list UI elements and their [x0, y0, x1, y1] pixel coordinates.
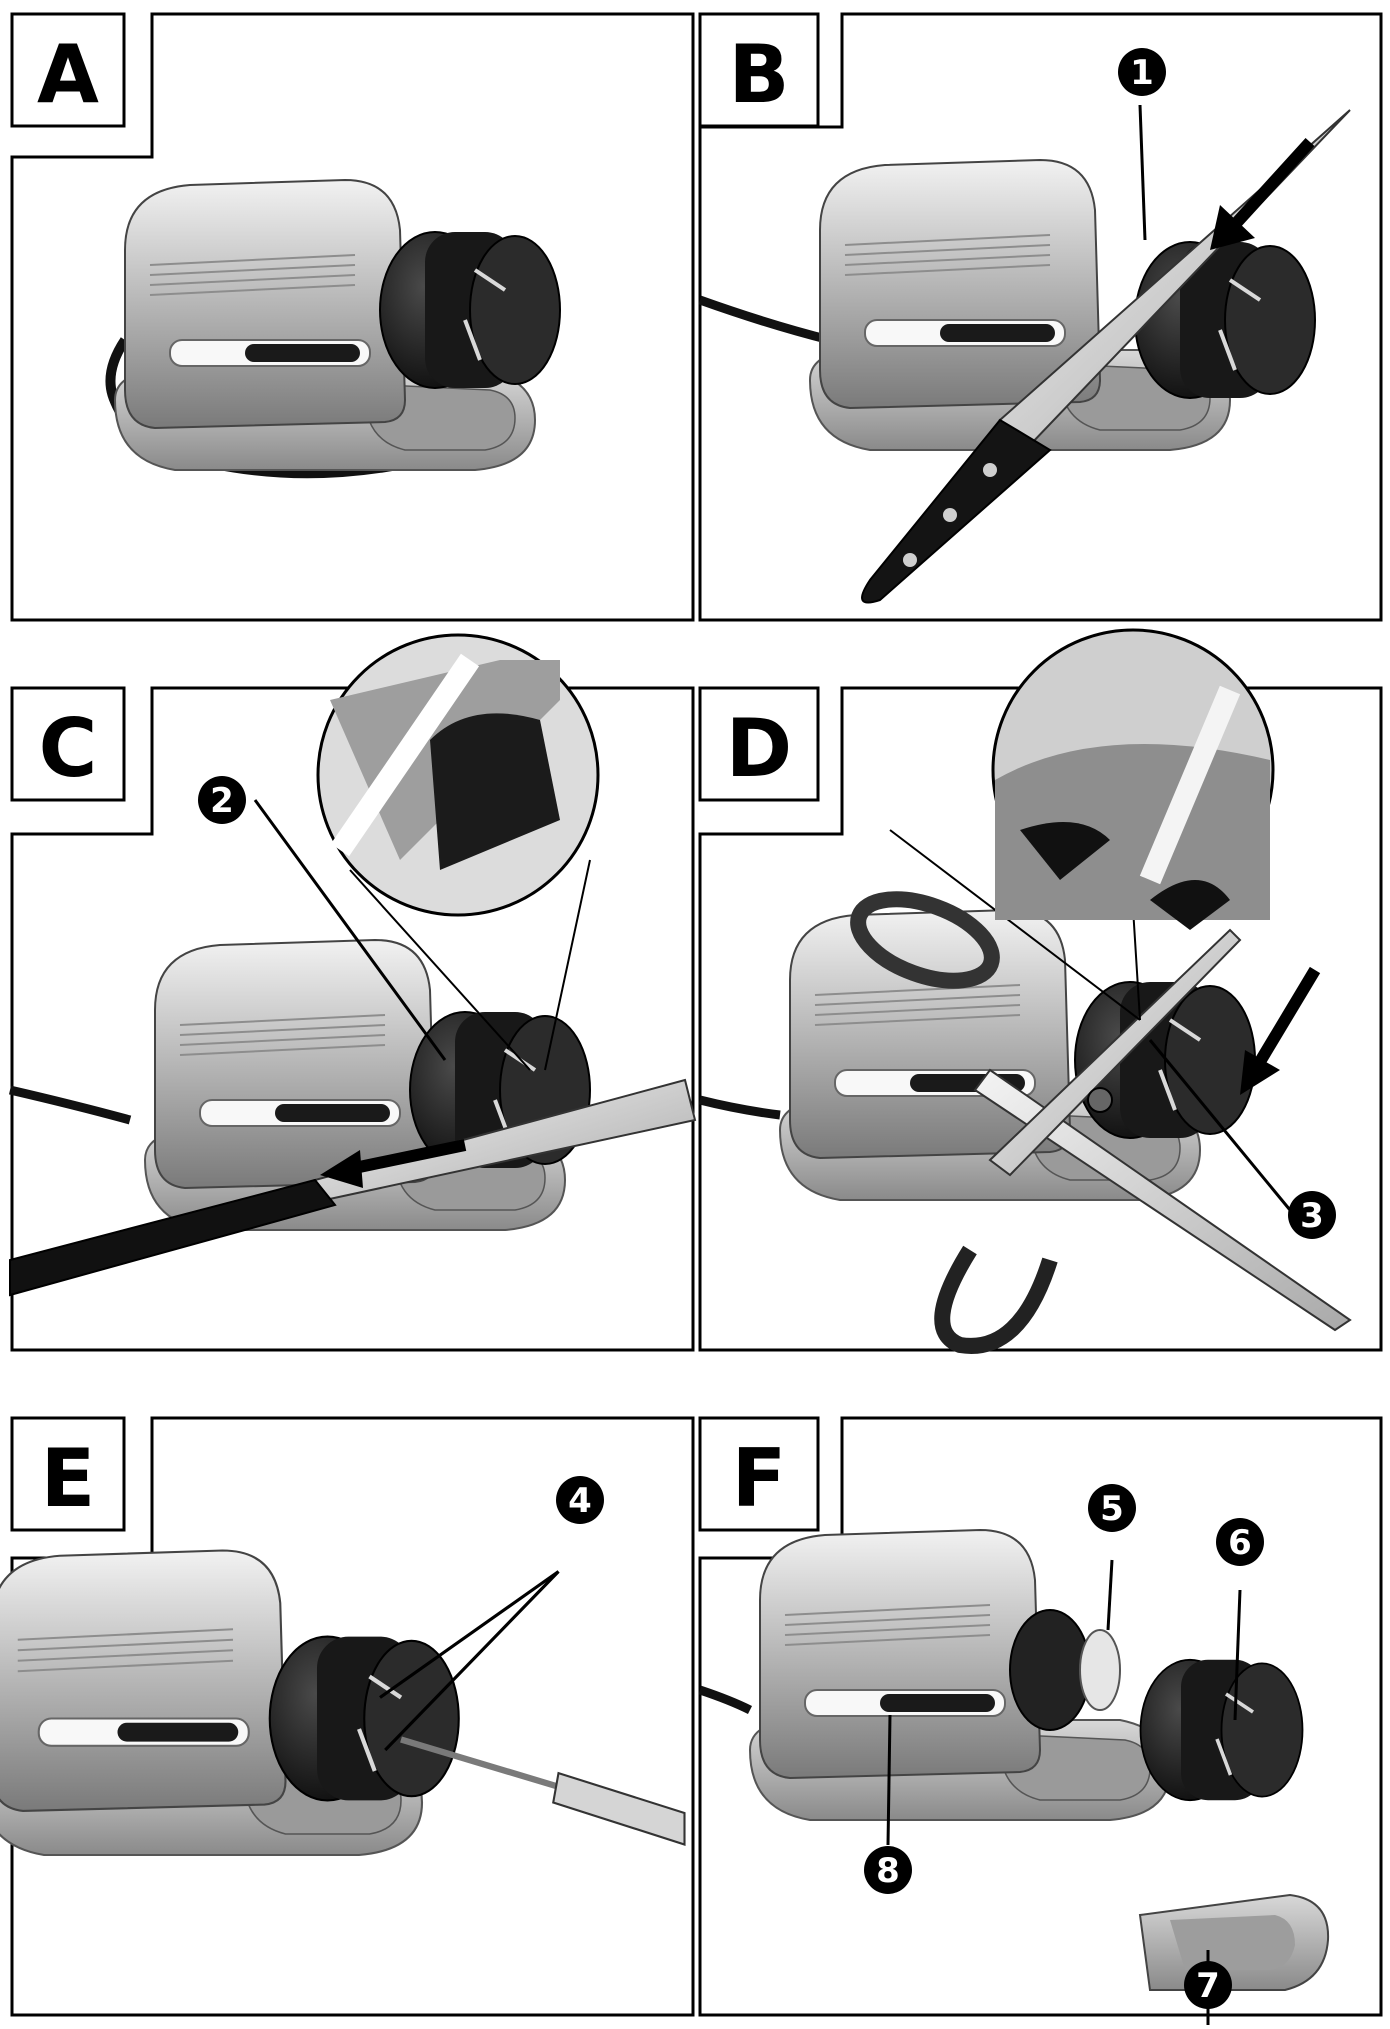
panel-label-e: E	[41, 1432, 96, 1525]
panel-label-a: A	[37, 28, 99, 121]
panel-label-f: F	[732, 1432, 787, 1525]
panel-c: C 2	[8, 633, 697, 1352]
callout-6: 6	[1216, 1518, 1264, 1566]
svg-text:3: 3	[1300, 1196, 1324, 1236]
callout-2: 2	[198, 776, 246, 824]
sharpener-illustration	[105, 179, 562, 479]
callout-3: 3	[1288, 1191, 1336, 1239]
sharpener-illustration	[698, 1529, 1330, 2029]
sharpener-illustration	[8, 799, 697, 1297]
panel-a: A	[10, 12, 695, 622]
sharpener-illustration	[698, 891, 1352, 1354]
detail-magnifier	[889, 628, 1275, 1021]
detail-magnifier	[316, 633, 600, 1071]
panel-label-c: C	[39, 702, 98, 795]
svg-text:4: 4	[568, 1481, 592, 1521]
svg-text:1: 1	[1130, 53, 1154, 93]
callout-4: 4	[556, 1476, 604, 1524]
panel-d: D 3	[698, 628, 1383, 1354]
svg-text:2: 2	[210, 781, 234, 821]
svg-text:8: 8	[876, 1851, 900, 1891]
callout-1: 1	[1118, 48, 1166, 96]
callout-7: 7	[1184, 1961, 1232, 2009]
callout-8: 8	[864, 1846, 912, 1894]
panel-label-d: D	[726, 702, 792, 795]
sharpener-illustration	[698, 104, 1351, 604]
panel-b: B 1	[698, 12, 1383, 622]
callout-5: 5	[1088, 1484, 1136, 1532]
svg-text:7: 7	[1196, 1966, 1220, 2006]
panel-label-b: B	[729, 28, 790, 121]
panel-f: F 5 6 7	[698, 1416, 1383, 2029]
sharpener-illustration	[0, 1549, 686, 1857]
panel-e: E 4	[0, 1416, 695, 2017]
svg-text:6: 6	[1228, 1523, 1252, 1563]
svg-text:5: 5	[1100, 1489, 1124, 1529]
